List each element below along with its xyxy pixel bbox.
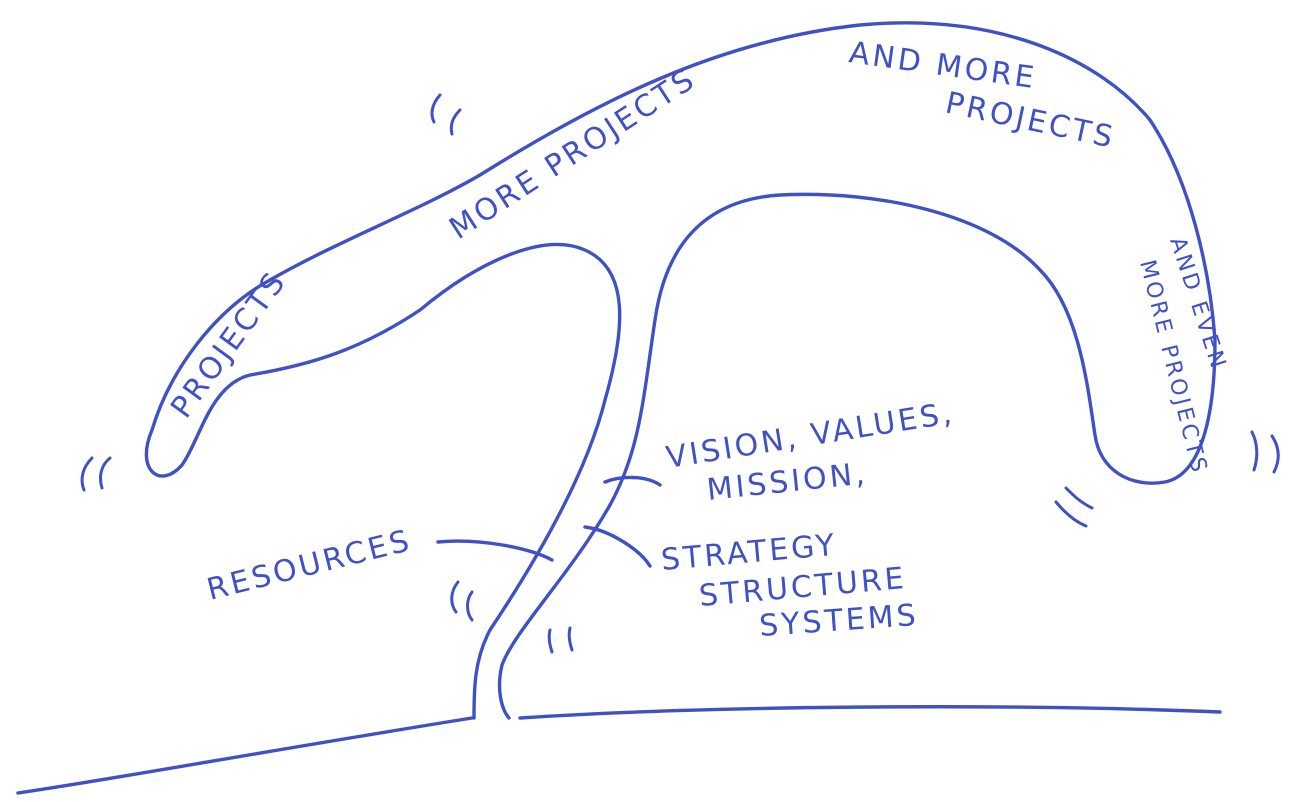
label-projects: PROJECTS [164,264,294,424]
motion-mark [449,108,462,136]
motion-mark [547,628,554,654]
labels: PROJECTS MORE PROJECTS AND MORE PROJECTS… [164,35,1231,644]
motion-mark [99,456,112,490]
motion-mark [1250,430,1259,472]
motion-mark [450,580,460,614]
motion-mark [1270,434,1280,474]
pointer-vision [603,475,662,487]
ground-line-left [16,716,474,795]
ground-line-right [518,705,1222,720]
motion-mark [1064,486,1094,510]
pointer-resources [436,539,554,562]
motion-marks [80,93,1280,654]
motion-mark [1054,500,1088,528]
label-resources: RESOURCES [203,523,415,608]
motion-mark [567,626,574,652]
ground-lines [16,705,1222,795]
label-and-more-line2: PROJECTS [942,86,1118,156]
motion-mark [80,456,94,492]
motion-mark [430,93,442,124]
motion-mark [466,590,474,622]
label-and-more-line1: AND MORE [847,35,1039,96]
pointer-strategy [583,525,652,568]
branch-pointer-lines [436,475,662,568]
label-more-projects: MORE PROJECTS [443,61,702,246]
trunk-and-canopy-outer [144,21,1217,720]
tree-outline [144,21,1217,720]
